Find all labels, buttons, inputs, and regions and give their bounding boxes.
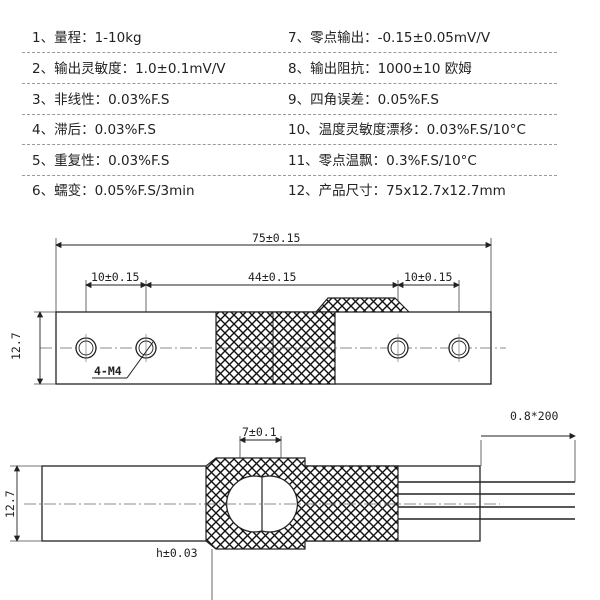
separator — [22, 52, 557, 53]
spec-output-impedance: 8、输出阻抗：1000±10 欧姆 — [288, 61, 472, 77]
spec-hysteresis: 4、滞后：0.03%F.S — [32, 122, 156, 138]
right-hole-spacing-label: 10±0.15 — [404, 270, 452, 284]
center-spacing-label: 44±0.15 — [248, 270, 296, 284]
bottom-dimension-label: h±0.03 — [156, 546, 198, 560]
top-height-label: 12.7 — [9, 332, 23, 360]
hole-callout-label: 4-M4 — [94, 364, 122, 378]
spec-creep: 6、蠕变：0.05%F.S/3min — [32, 183, 195, 199]
spec-product-size: 12、产品尺寸：75x12.7x12.7mm — [288, 183, 506, 199]
spec-zero-temp-drift: 11、零点温飘：0.3%F.S/10°C — [288, 153, 477, 169]
spec-sensitivity: 2、输出灵敏度：1.0±0.1mV/V — [32, 61, 226, 77]
separator — [22, 175, 557, 176]
spec-range: 1、量程：1-10kg — [32, 30, 142, 46]
spec-temp-sensitivity-drift: 10、温度灵敏度漂移：0.03%F.S/10°C — [288, 122, 526, 138]
separator — [22, 144, 557, 145]
spec-zero-output: 7、零点输出：-0.15±0.05mV/V — [288, 30, 491, 46]
spec-nonlinearity: 3、非线性：0.03%F.S — [32, 92, 170, 108]
spec-repeatability: 5、重复性：0.03%F.S — [32, 153, 170, 169]
overall-length-label: 75±0.15 — [252, 231, 300, 245]
spec-list: 1、量程：1-10kg 7、零点输出：-0.15±0.05mV/V 2、输出灵敏… — [0, 0, 600, 215]
side-view: 7±0.1 0.8*200 12.7 h±0.03 — [3, 409, 576, 600]
separator — [22, 83, 557, 84]
cable-spec-label: 0.8*200 — [510, 409, 559, 423]
top-step — [315, 297, 410, 313]
left-hole-spacing-label: 10±0.15 — [91, 270, 139, 284]
spec-four-corner-error: 9、四角误差：0.05%F.S — [288, 92, 439, 108]
side-height-label: 12.7 — [3, 490, 17, 518]
separator — [22, 114, 557, 115]
bore-width-label: 7±0.1 — [242, 425, 277, 439]
top-view: 75±0.15 10±0.15 44±0.15 10±0.15 — [9, 231, 506, 385]
